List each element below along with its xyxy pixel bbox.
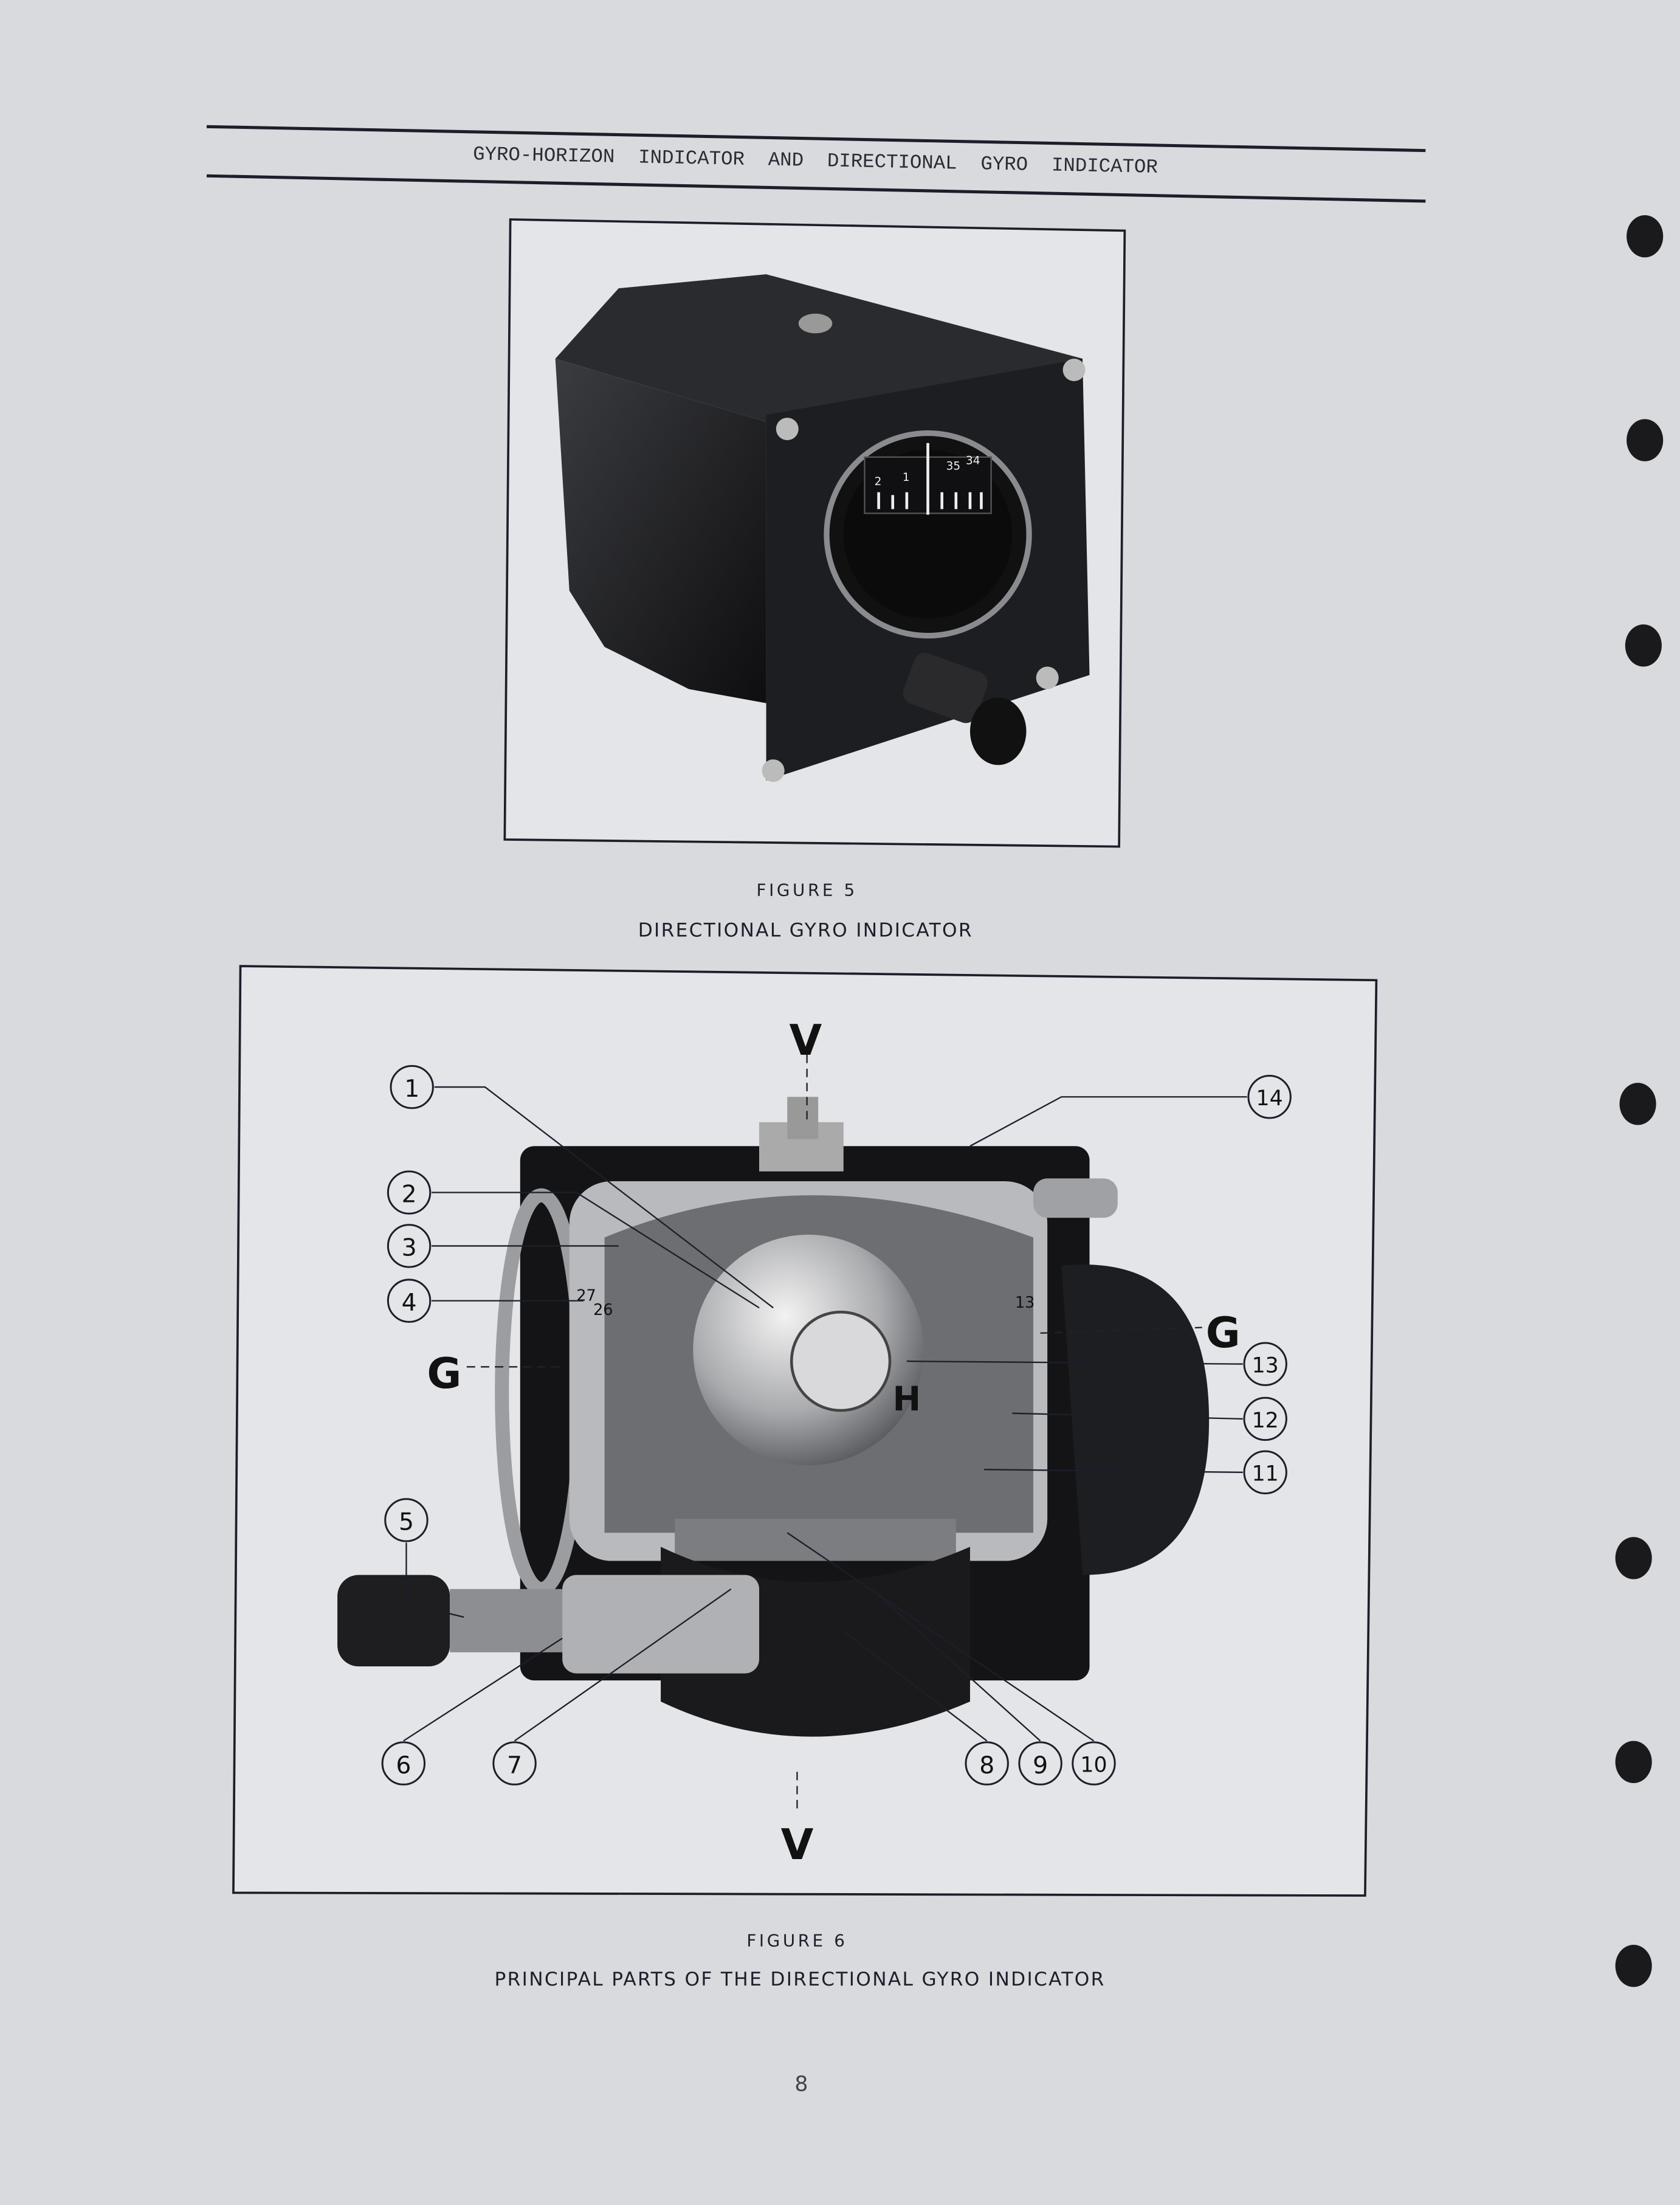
svg-text:14: 14 [1256,1086,1283,1111]
callout-5: 5 [384,1498,429,1542]
punch-hole [1615,1537,1652,1579]
axis-label-h: H [893,1379,921,1419]
svg-text:5: 5 [399,1509,414,1536]
callout-14: 14 [1247,1075,1292,1119]
dial-number: 34 [966,454,980,467]
header-rule-bottom [206,174,1426,203]
header-rule-top [206,125,1426,153]
svg-text:13: 13 [1252,1354,1279,1378]
card-number: 26 [593,1300,613,1319]
running-title: GYRO-HORIZON INDICATOR AND DIRECTIONAL G… [473,143,1158,179]
card-number: 13 [1015,1293,1035,1311]
callout-13: 13 [1243,1342,1287,1386]
axis-label-g-right: G [1206,1309,1241,1358]
figure-6-caption: PRINCIPAL PARTS OF THE DIRECTIONAL GYRO … [495,1969,1106,1990]
punch-hole [1619,1083,1656,1125]
axis-label-g-left: G [427,1350,461,1398]
figure-6: 27 26 13 V V G G H [232,965,1378,1897]
punch-hole [1627,215,1664,258]
punch-hole [1627,419,1664,461]
callout-10: 10 [1072,1741,1116,1786]
svg-text:10: 10 [1080,1753,1107,1777]
dial-number: 1 [903,471,910,484]
callout-7: 7 [492,1741,537,1786]
binder-holes [1615,215,1664,1987]
figure-6-label: FIGURE 6 [746,1930,847,1950]
punch-hole [1625,624,1662,667]
page-number: 8 [794,2072,808,2097]
dial-number: 35 [946,460,961,473]
callout-4: 4 [387,1278,432,1323]
axis-label-v-bottom: V [781,1821,814,1869]
callout-11: 11 [1243,1450,1287,1495]
figure-5-caption: DIRECTIONAL GYRO INDICATOR [638,920,973,942]
callout-2: 2 [387,1170,432,1215]
svg-text:8: 8 [979,1752,994,1779]
svg-text:4: 4 [402,1289,417,1317]
figure-5-label: FIGURE 5 [757,880,858,900]
svg-text:9: 9 [1033,1752,1048,1779]
callout-3: 3 [387,1224,432,1268]
punch-hole [1615,1741,1652,1783]
svg-text:12: 12 [1252,1409,1279,1433]
callout-12: 12 [1243,1396,1287,1441]
svg-text:6: 6 [396,1752,411,1779]
svg-text:2: 2 [402,1181,417,1209]
callout-1: 1 [390,1065,434,1109]
callout-9: 9 [1018,1741,1062,1786]
directional-gyro-photo: 2 1 35 34 [555,274,1090,782]
svg-text:11: 11 [1252,1462,1279,1486]
dial-number: 2 [875,475,882,488]
gyro-cutaway-photo: 27 26 13 [337,1097,1210,1737]
svg-text:7: 7 [507,1752,522,1779]
figure-5: 2 1 35 34 [503,218,1126,848]
axis-label-v-top: V [789,1016,822,1065]
callout-8: 8 [965,1741,1009,1786]
svg-text:3: 3 [402,1235,417,1262]
callout-6: 6 [381,1741,426,1786]
punch-hole [1615,1944,1652,1987]
svg-text:1: 1 [404,1075,419,1103]
